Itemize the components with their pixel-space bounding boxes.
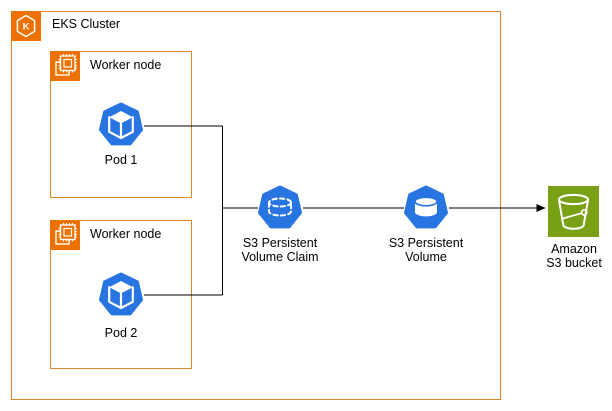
persistent-volume-claim-icon bbox=[257, 185, 303, 231]
worker-node-1-label: Worker node bbox=[90, 58, 162, 72]
eks-cluster-container bbox=[11, 11, 501, 400]
persistent-volume-icon bbox=[403, 185, 449, 231]
worker-node-1-container bbox=[50, 51, 192, 198]
s3-bucket-icon bbox=[548, 186, 599, 237]
eks-cluster-label: EKS Cluster bbox=[52, 17, 121, 31]
compute-chip-icon bbox=[50, 220, 80, 250]
s3-bucket-label: Amazon S3 bucket bbox=[546, 242, 602, 270]
eks-cluster-icon: K bbox=[11, 11, 41, 41]
svg-text:K: K bbox=[23, 22, 30, 33]
pod-2-label: Pod 2 bbox=[104, 326, 138, 340]
kubernetes-pod-icon bbox=[98, 102, 144, 148]
pvc-label: S3 Persistent Volume Claim bbox=[241, 236, 319, 264]
pv-label: S3 Persistent Volume bbox=[388, 236, 464, 264]
worker-node-2-label: Worker node bbox=[90, 227, 162, 241]
compute-chip-icon bbox=[50, 51, 80, 81]
pod-1-label: Pod 1 bbox=[104, 153, 138, 167]
kubernetes-pod-icon bbox=[98, 272, 144, 318]
